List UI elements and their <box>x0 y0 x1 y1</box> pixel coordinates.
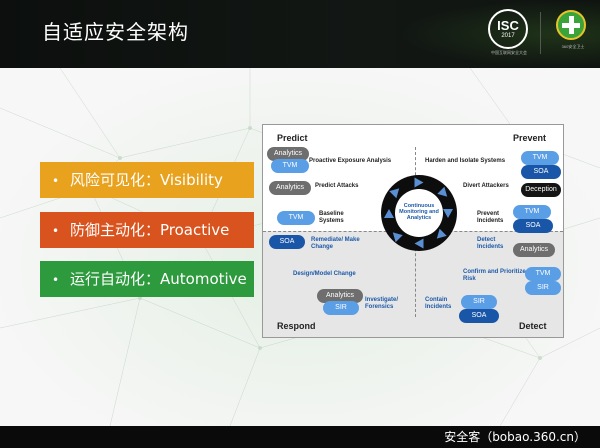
label-predict-attacks: Predict Attacks <box>315 183 359 189</box>
pill-tvm: TVM <box>521 151 559 165</box>
quadrant-detect: Detect <box>519 321 547 331</box>
item-label: 防御主动化：Proactive <box>70 221 230 239</box>
pill-soa: SOA <box>513 219 553 233</box>
label-design: Design/Model Change <box>293 271 356 277</box>
pill-analytics: Analytics <box>317 289 363 303</box>
header-bar: 自适应安全架构 ISC 2017 中国互联网安全大会 360安全卫士 <box>0 0 600 68</box>
label-investigate: Investigate/ Forensics <box>365 297 399 310</box>
pill-analytics: Analytics <box>269 181 311 195</box>
bullet: • <box>52 273 60 287</box>
pill-analytics: Analytics <box>267 147 309 161</box>
list-item-visibility: • 风险可见化：Visibility <box>40 162 254 198</box>
360-logo-subtitle: 360安全卫士 <box>561 44 585 49</box>
label-harden: Harden and Isolate Systems <box>425 158 506 164</box>
pill-tvm: TVM <box>277 211 315 225</box>
label-divert: Divert Attackers <box>463 183 509 189</box>
label-prevent-incidents: Prevent Incidents <box>477 211 504 224</box>
monitoring-ring: Continuous Monitoring and Analytics <box>381 175 457 251</box>
footer-watermark: 安全客（bobao.360.cn） <box>444 430 586 444</box>
bullet: • <box>52 224 60 238</box>
footer-bar: 安全客（bobao.360.cn） <box>0 426 600 448</box>
logo-divider <box>540 12 541 54</box>
label-remediate: Remediate/ Make Change <box>311 237 360 250</box>
quadrant-prevent: Prevent <box>513 133 547 143</box>
item-label: 运行自动化：Automotive <box>70 270 247 288</box>
adaptive-security-diagram: Predict Prevent Respond Detect Analytics… <box>262 124 564 338</box>
pill-sir: SIR <box>323 301 359 315</box>
pill-tvm: TVM <box>271 159 309 173</box>
label-contain: Contain Incidents <box>425 297 452 310</box>
label-proactive-exposure: Proactive Exposure Analysis <box>309 158 392 164</box>
cycle-arrow-icon <box>437 186 451 201</box>
360-logo-icon <box>556 10 586 40</box>
cycle-arrow-icon <box>414 238 424 249</box>
list-item-automotive: • 运行自动化：Automotive <box>40 261 254 297</box>
label-detect-incidents: Detect Incidents <box>477 237 504 250</box>
pill-analytics: Analytics <box>513 243 555 257</box>
item-label: 风险可见化：Visibility <box>70 171 223 189</box>
cycle-arrow-icon <box>443 209 453 218</box>
cycle-arrow-icon <box>433 228 447 243</box>
pill-soa: SOA <box>269 235 305 249</box>
pill-tvm: TVM <box>513 205 551 219</box>
pill-soa: SOA <box>459 309 499 323</box>
pill-soa: SOA <box>521 165 561 179</box>
quadrant-respond: Respond <box>277 321 316 331</box>
center-label: Continuous Monitoring and Analytics <box>399 203 439 221</box>
list-item-proactive: • 防御主动化：Proactive <box>40 212 254 248</box>
monitoring-center: Continuous Monitoring and Analytics <box>395 189 443 237</box>
label-baseline: Baseline Systems <box>319 211 344 224</box>
pill-sir: SIR <box>461 295 497 309</box>
page-title: 自适应安全架构 <box>42 20 189 44</box>
cycle-arrow-icon <box>414 177 424 188</box>
cycle-arrow-icon <box>384 209 394 218</box>
quadrant-predict: Predict <box>277 133 308 143</box>
pill-sir: SIR <box>525 281 561 295</box>
isc-logo-text: ISC <box>497 18 519 33</box>
pill-tvm: TVM <box>525 267 561 281</box>
isc-logo-year: 2017 <box>501 33 515 39</box>
isc-logo: ISC 2017 <box>488 9 528 49</box>
isc-logo-subtitle: 中国互联网安全大会 <box>491 50 527 55</box>
label-confirm: Confirm and Prioritize Risk <box>463 269 526 282</box>
pill-deception: Deception <box>521 183 561 197</box>
bullet: • <box>52 174 60 188</box>
